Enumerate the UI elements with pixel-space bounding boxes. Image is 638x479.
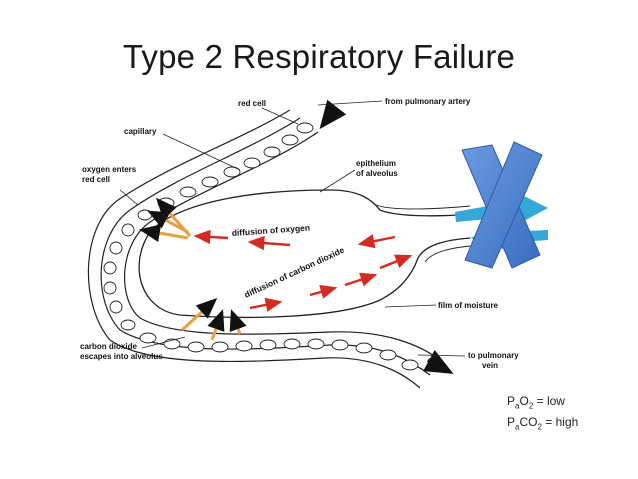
alveolus-wall: [138, 189, 471, 318]
blood-gas-values: PaO2 = low PaCO2 = high: [507, 393, 578, 436]
label-co2-escapes: carbon dioxide: [80, 342, 137, 351]
red-cells: [103, 122, 419, 371]
oxygen-diffusion-arrows: [193, 229, 396, 251]
label-epithelium: epithelium: [356, 159, 396, 168]
label-film-of-moisture: film of moisture: [438, 301, 499, 310]
slide-title: Type 2 Respiratory Failure: [122, 38, 516, 75]
label-diffusion-oxygen: diffusion of oxygen: [231, 223, 310, 238]
label-capillary: capillary: [124, 127, 157, 136]
leader-lines: [119, 100, 466, 357]
flow-arrow-icon: [319, 99, 454, 374]
oxygen-uptake-arrows: [139, 197, 192, 242]
capillary-walls: [87, 109, 441, 389]
label-red-cell: red cell: [238, 99, 266, 108]
co2-release-arrows: [180, 297, 247, 341]
pao2-line: PaO2 = low: [507, 394, 565, 411]
label-oxygen-red-cell: red cell: [82, 175, 110, 184]
label-of-alveolus: of alveolus: [356, 169, 398, 178]
label-diffusion-co2: diffusion of carbon dioxide: [243, 245, 346, 300]
label-vein: vein: [482, 361, 498, 370]
paco2-line: PaCO2 = high: [507, 415, 579, 432]
label-from-pulmonary-artery: from pulmonary artery: [385, 97, 471, 106]
x-mark-icon: [461, 141, 543, 269]
co2-diffusion-arrows: [249, 254, 413, 312]
label-oxygen-enters: oxygen enters: [82, 165, 137, 174]
label-co2-into-alveolus: escapes into alveolus: [80, 352, 163, 361]
label-to-pulmonary: to pulmonary: [468, 351, 519, 360]
